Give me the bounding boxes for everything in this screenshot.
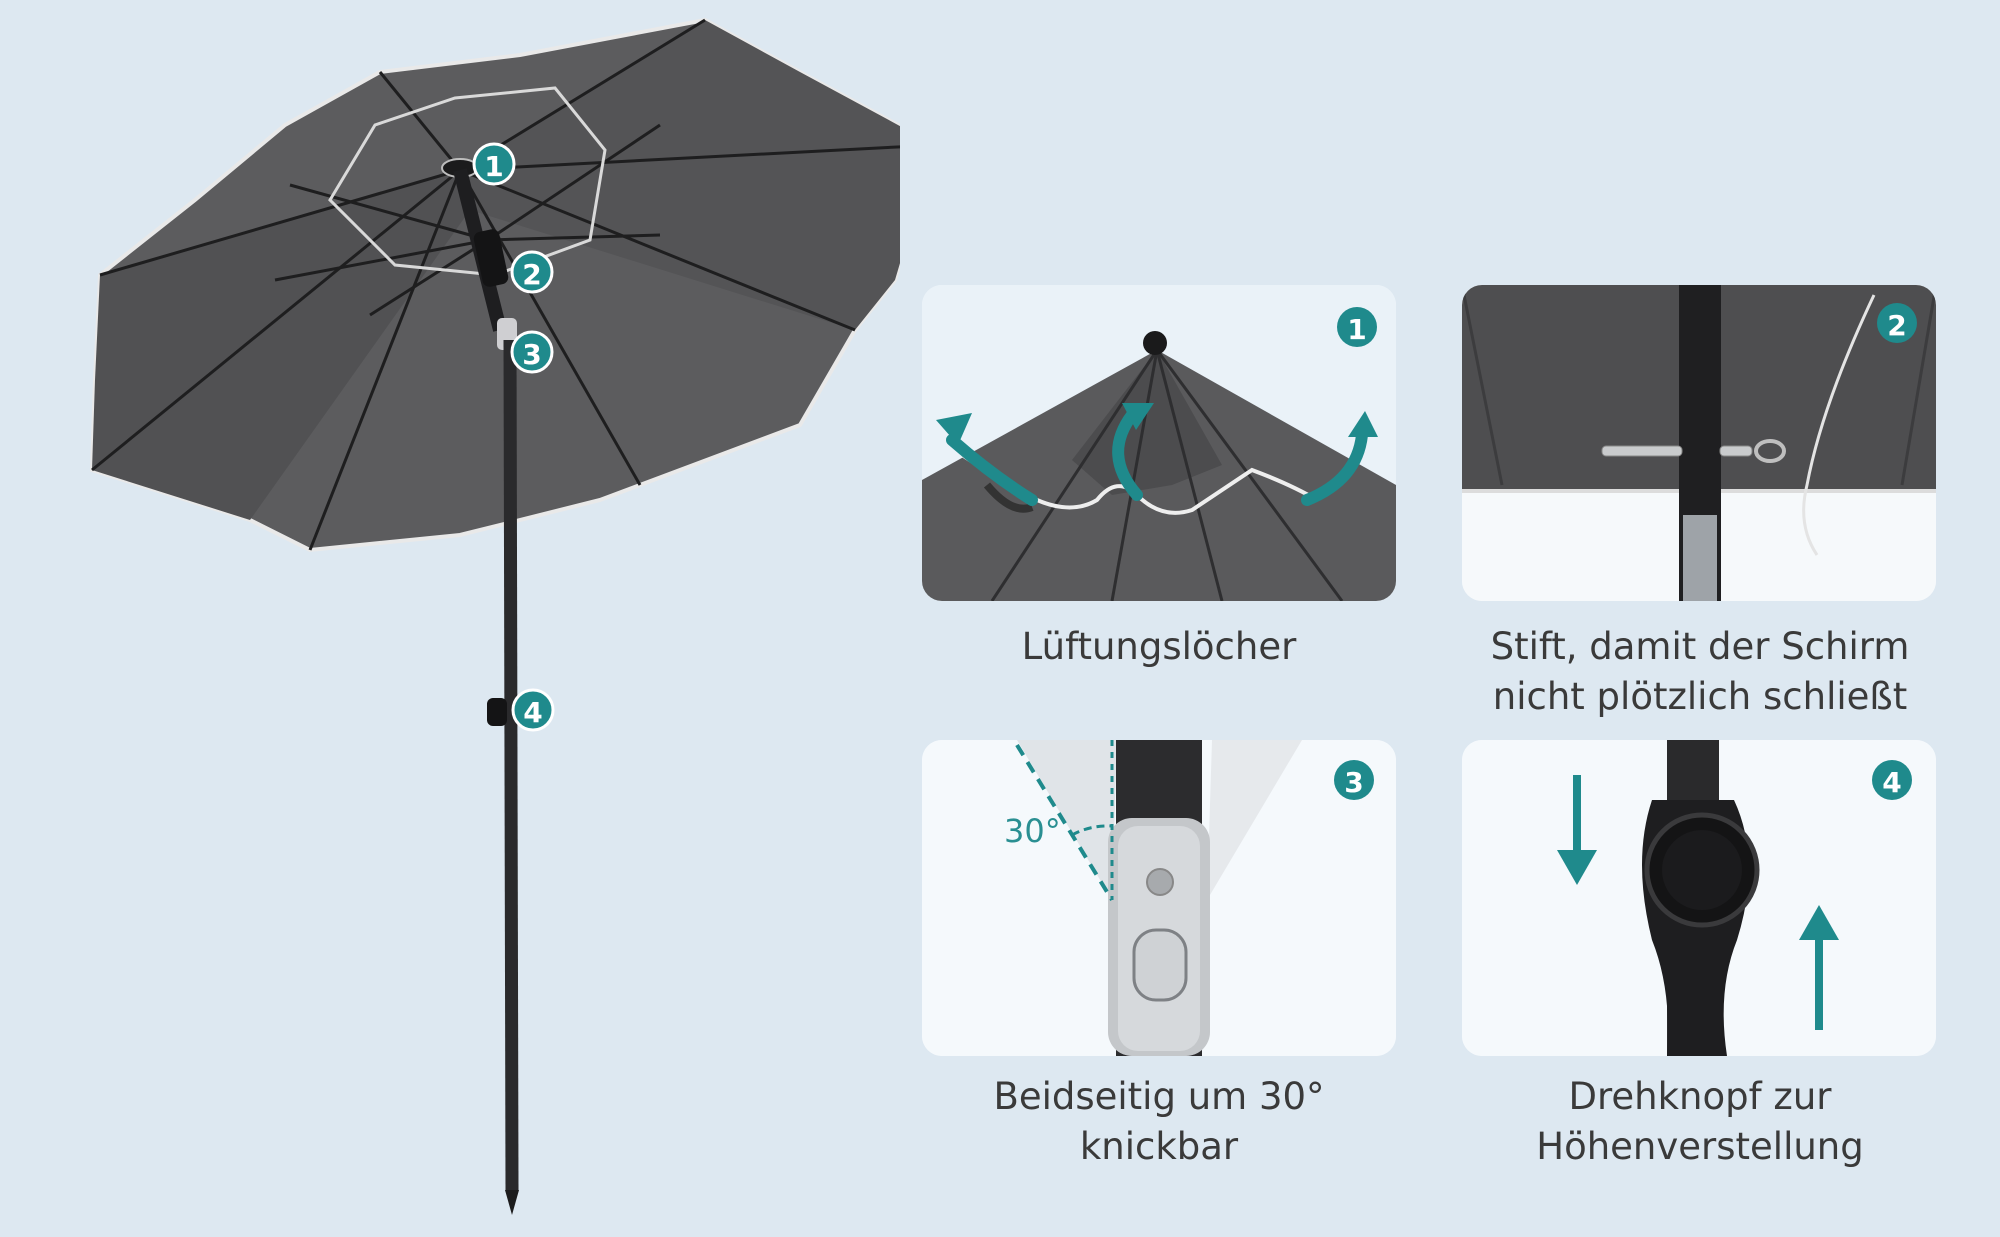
marker-1: 1 (472, 142, 516, 186)
svg-text:2: 2 (522, 258, 541, 291)
umbrella-illustration: 1 2 3 4 (89, 17, 900, 1215)
svg-text:4: 4 (1882, 766, 1901, 799)
feature-card-knob: 4 (1462, 740, 1936, 1056)
svg-text:3: 3 (1344, 766, 1363, 799)
angle-label: 30° (1004, 812, 1061, 850)
badge-1: 1 (1337, 307, 1377, 347)
feature-card-pin: 2 (1462, 285, 1936, 601)
svg-text:1: 1 (1347, 313, 1366, 346)
svg-text:3: 3 (522, 338, 541, 371)
airflow-arrow-middle (1112, 409, 1143, 501)
tilt-closeup: 30° 3 (922, 740, 1396, 1056)
feature-card-tilt: 30° 3 (922, 740, 1396, 1056)
marker-2: 2 (510, 250, 554, 294)
caption-pin: Stift, damit der Schirm nicht plötzlich … (1490, 625, 1910, 718)
canopy-stretchers (274, 123, 661, 317)
knob-closeup: 4 (1462, 740, 1936, 1056)
vents-closeup: 1 (922, 285, 1396, 601)
angle-arc (1071, 824, 1113, 837)
svg-text:1: 1 (484, 150, 503, 183)
caption-vents: Lüftungslöcher (1021, 625, 1297, 668)
marker-3: 3 (510, 330, 554, 374)
caption-knob: Drehknopf zur Höhenverstellung (1536, 1075, 1864, 1168)
airflow-arrow-left (946, 434, 1038, 506)
badge-3: 3 (1334, 760, 1374, 800)
pin-closeup: 2 (1462, 285, 1936, 601)
canopy-ribs (91, 18, 900, 551)
marker-4: 4 (511, 688, 555, 732)
feature-card-vents: 1 (922, 285, 1396, 601)
badge-4: 4 (1872, 760, 1912, 800)
arrow-down-icon (1557, 775, 1597, 885)
badge-2: 2 (1877, 303, 1917, 343)
svg-text:2: 2 (1887, 309, 1906, 342)
arrow-up-icon (1799, 905, 1839, 1030)
svg-text:4: 4 (523, 696, 542, 729)
caption-tilt: Beidseitig um 30° knickbar (993, 1075, 1325, 1168)
canopy-inner-shade (460, 20, 900, 330)
airflow-arrow-right (1301, 429, 1368, 506)
